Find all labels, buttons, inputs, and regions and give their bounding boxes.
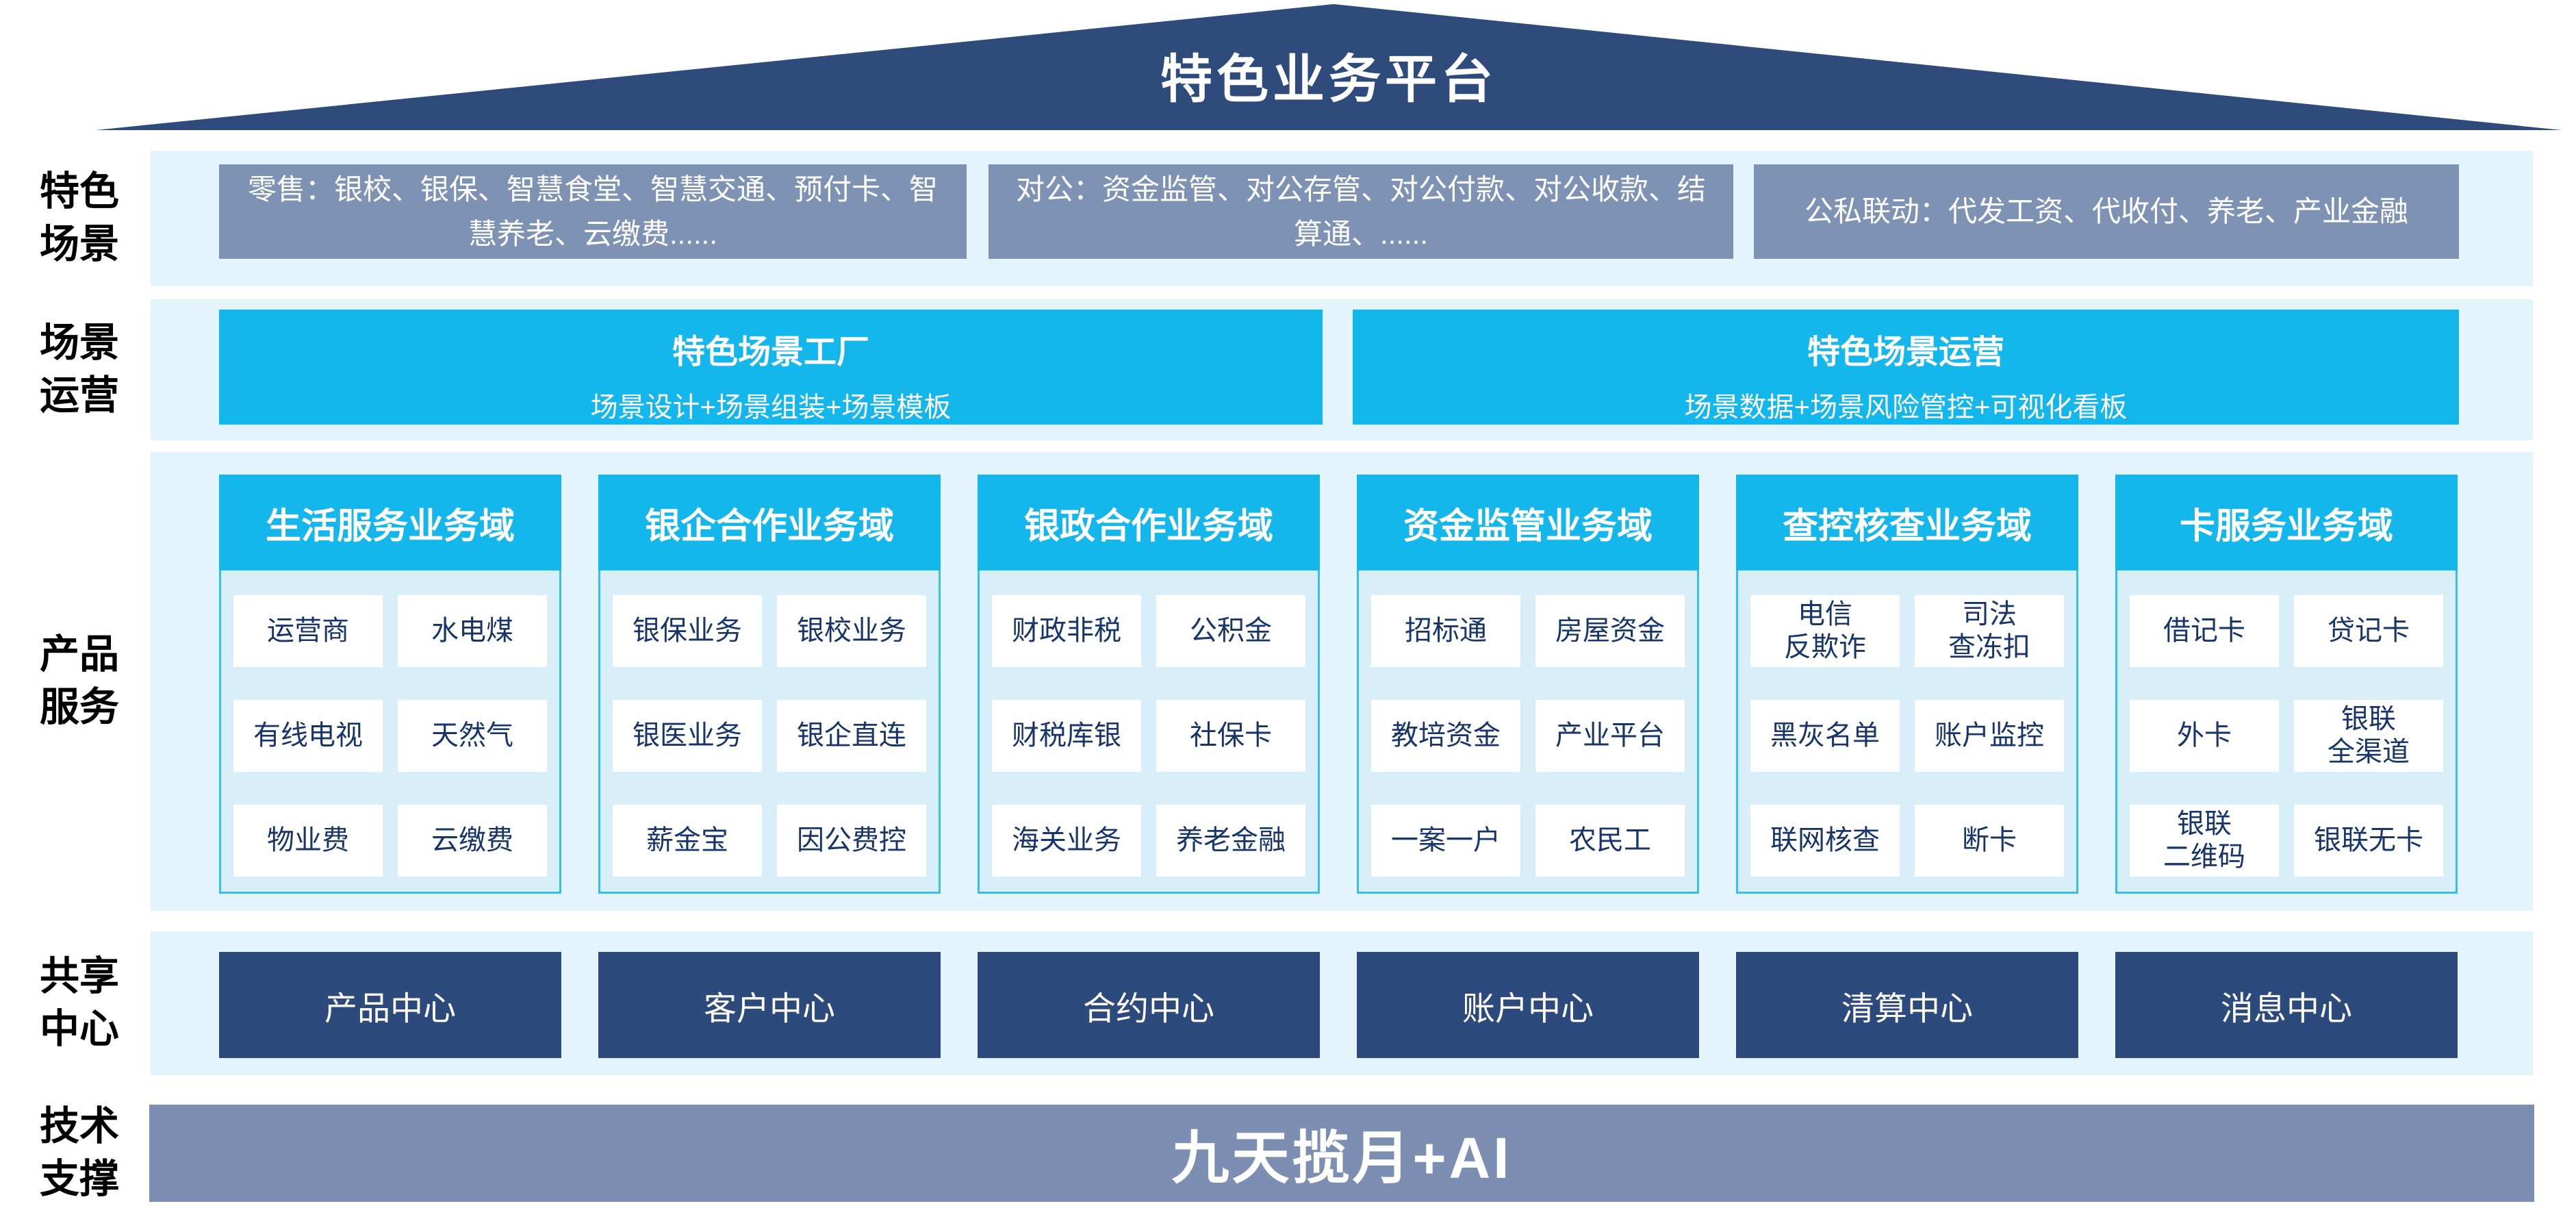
- domain-cell: 招标通: [1371, 595, 1520, 667]
- platform-roof: 特色业务平台: [96, 4, 2562, 130]
- scene-factory-title: 特色场景工厂: [672, 334, 869, 370]
- domain-body: 招标通 房屋资金 教培资金 产业平台 一案一户 农民工: [1359, 570, 1697, 892]
- domain-header: 生活服务业务域: [219, 475, 561, 570]
- domain-cell: 教培资金: [1371, 700, 1520, 772]
- domain-panel-life-service: 生活服务业务域 运营商 水电煤 有线电视 天然气 物业费 云缴费: [219, 475, 561, 894]
- domain-body: 借记卡 贷记卡 外卡 银联 全渠道 银联 二维码 银联无卡: [2117, 570, 2456, 892]
- domain-header: 银企合作业务域: [598, 475, 941, 570]
- row-label-tech: 技术 支撑: [39, 1104, 119, 1201]
- domain-body: 银保业务 银校业务 银医业务 银企直连 薪金宝 因公费控: [600, 570, 939, 892]
- domain-cell: 有线电视: [233, 700, 383, 772]
- domain-cell: 银企直连: [777, 700, 926, 772]
- domain-cell: 司法 查冻扣: [1915, 595, 2064, 667]
- domain-cell: 农民工: [1535, 805, 1685, 877]
- domain-cell: 运营商: [233, 595, 383, 667]
- row-label-scene: 特色 场景: [39, 169, 119, 266]
- center-box-customer: 客户中心: [598, 952, 941, 1058]
- domain-cell: 养老金融: [1156, 805, 1305, 877]
- center-box-account: 账户中心: [1357, 952, 1699, 1058]
- domain-panel-inquiry-control: 查控核查业务域 电信 反欺诈 司法 查冻扣 黑灰名单 账户监控 联网核查 断卡: [1736, 475, 2078, 894]
- domain-cell: 海关业务: [992, 805, 1141, 877]
- domain-panel-bank-government: 银政合作业务域 财政非税 公积金 财税库银 社保卡 海关业务 养老金融: [978, 475, 1320, 894]
- domain-body: 电信 反欺诈 司法 查冻扣 黑灰名单 账户监控 联网核查 断卡: [1738, 570, 2076, 892]
- row-label-operation: 场景 运营: [39, 320, 119, 418]
- row-label-product: 产品 服务: [39, 632, 119, 729]
- domain-cell: 银保业务: [613, 595, 762, 667]
- domain-header: 资金监管业务域: [1357, 475, 1699, 570]
- center-box-contract: 合约中心: [978, 952, 1320, 1058]
- domain-cell: 水电煤: [398, 595, 547, 667]
- domain-cell: 天然气: [398, 700, 547, 772]
- domain-cell: 借记卡: [2130, 595, 2279, 667]
- domain-cell: 物业费: [233, 805, 383, 877]
- domain-body: 财政非税 公积金 财税库银 社保卡 海关业务 养老金融: [980, 570, 1318, 892]
- domain-cell: 社保卡: [1156, 700, 1305, 772]
- platform-title: 特色业务平台: [1160, 51, 1497, 109]
- domain-cell: 云缴费: [398, 805, 547, 877]
- domain-cell: 黑灰名单: [1750, 700, 1900, 772]
- domain-cell: 银联 全渠道: [2294, 700, 2443, 772]
- domain-cell: 电信 反欺诈: [1750, 595, 1900, 667]
- domain-body: 运营商 水电煤 有线电视 天然气 物业费 云缴费: [221, 570, 559, 892]
- row-label-shared: 共享 中心: [39, 954, 119, 1051]
- domain-cell: 断卡: [1915, 805, 2064, 877]
- domain-cell: 一案一户: [1371, 805, 1520, 877]
- scene-operation-panel: 特色场景运营 场景数据+场景风险管控+可视化看板: [1353, 310, 2459, 425]
- scene-box-linkage: 公私联动：代发工资、代收付、养老、产业金融: [1754, 164, 2459, 259]
- domain-panel-bank-enterprise: 银企合作业务域 银保业务 银校业务 银医业务 银企直连 薪金宝 因公费控: [598, 475, 941, 894]
- domain-cell: 贷记卡: [2294, 595, 2443, 667]
- domain-cell: 房屋资金: [1535, 595, 1685, 667]
- domain-cell: 银校业务: [777, 595, 926, 667]
- domain-cell: 银联无卡: [2294, 805, 2443, 877]
- domain-header: 银政合作业务域: [978, 475, 1320, 570]
- domain-cell: 因公费控: [777, 805, 926, 877]
- domain-cell: 银医业务: [613, 700, 762, 772]
- domain-cell: 财税库银: [992, 700, 1141, 772]
- center-box-message: 消息中心: [2115, 952, 2458, 1058]
- scene-box-retail: 零售：银校、银保、智慧食堂、智慧交通、预付卡、智慧养老、云缴费......: [219, 164, 967, 259]
- center-box-product: 产品中心: [219, 952, 561, 1058]
- domain-cell: 薪金宝: [613, 805, 762, 877]
- domain-header: 卡服务业务域: [2115, 475, 2458, 570]
- tech-support-bar: 九天揽月+AI: [149, 1105, 2534, 1202]
- domain-panel-fund-supervision: 资金监管业务域 招标通 房屋资金 教培资金 产业平台 一案一户 农民工: [1357, 475, 1699, 894]
- domain-cell: 公积金: [1156, 595, 1305, 667]
- scene-box-corporate: 对公：资金监管、对公存管、对公付款、对公收款、结算通、......: [989, 164, 1733, 259]
- domain-cell: 账户监控: [1915, 700, 2064, 772]
- scene-factory-subtitle: 场景设计+场景组装+场景模板: [590, 392, 952, 423]
- domain-header: 查控核查业务域: [1736, 475, 2078, 570]
- domain-cell: 产业平台: [1535, 700, 1685, 772]
- domain-cell: 联网核查: [1750, 805, 1900, 877]
- scene-factory-panel: 特色场景工厂 场景设计+场景组装+场景模板: [219, 310, 1323, 425]
- domain-panel-card-service: 卡服务业务域 借记卡 贷记卡 外卡 银联 全渠道 银联 二维码 银联无卡: [2115, 475, 2458, 894]
- domain-cell: 财政非税: [992, 595, 1141, 667]
- scene-operation-subtitle: 场景数据+场景风险管控+可视化看板: [1684, 392, 2128, 423]
- center-box-clearing: 清算中心: [1736, 952, 2078, 1058]
- domain-cell: 银联 二维码: [2130, 805, 2279, 877]
- domain-cell: 外卡: [2130, 700, 2279, 772]
- scene-operation-title: 特色场景运营: [1807, 334, 2004, 370]
